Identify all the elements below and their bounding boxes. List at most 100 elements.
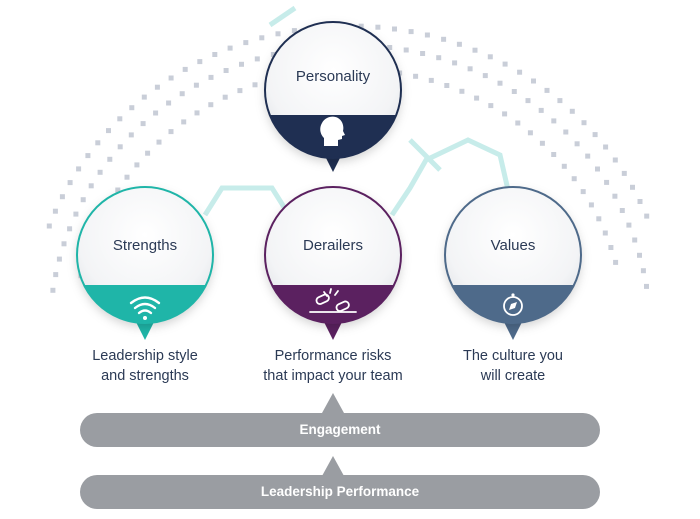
decorative-dot	[145, 150, 151, 156]
decorative-dot	[208, 102, 214, 108]
decorative-dot	[557, 98, 563, 104]
decorative-dot	[487, 54, 493, 60]
decorative-dot	[472, 47, 478, 53]
decorative-dot	[527, 130, 533, 136]
decorative-dot	[640, 268, 646, 274]
decorative-dot	[531, 78, 536, 84]
decorative-dot	[482, 73, 488, 79]
up-arrow-icon	[322, 393, 344, 413]
decorative-dot	[254, 56, 260, 62]
decorative-dot	[551, 152, 557, 157]
decorative-dot	[117, 144, 123, 150]
decorative-dot	[644, 213, 650, 219]
decorative-dot	[630, 184, 635, 190]
decorative-dot	[588, 202, 594, 208]
decorative-dot	[574, 141, 580, 147]
decorative-dot	[619, 208, 625, 213]
decorative-dot	[387, 45, 393, 50]
decorative-dot	[243, 40, 249, 46]
decorative-dot	[53, 272, 59, 278]
derailers-caption-line-1: Performance risks	[274, 348, 392, 364]
decorative-dot	[168, 75, 174, 81]
decorative-dot	[179, 91, 185, 97]
decorative-dot	[129, 105, 135, 111]
decorative-dot	[581, 120, 587, 126]
decorative-dot	[436, 55, 442, 61]
decorative-dot	[358, 23, 364, 29]
values-caption-line-2: will create	[480, 368, 546, 384]
decorative-dot	[517, 69, 523, 75]
decorative-dot	[515, 120, 521, 126]
decorative-dot	[626, 222, 632, 228]
up-arrow-icon	[322, 456, 344, 476]
decorative-dot	[488, 103, 494, 109]
personality-title: Personality	[295, 68, 371, 85]
decorative-dot	[56, 256, 62, 262]
decorative-dot	[85, 153, 91, 159]
decorative-dot	[107, 156, 113, 162]
decorative-dot	[259, 35, 265, 41]
decorative-dot	[124, 174, 130, 180]
decorative-dot	[67, 226, 73, 232]
decorative-dot	[632, 237, 638, 243]
decorative-dot	[194, 110, 200, 116]
decorative-dot	[168, 129, 174, 135]
decorative-dot	[222, 94, 228, 100]
decorative-dot	[252, 82, 258, 88]
decorative-dot	[538, 107, 544, 113]
decorative-dot	[97, 169, 103, 175]
decorative-dot	[637, 252, 642, 258]
decorative-dot	[115, 187, 121, 193]
decorative-dot	[67, 180, 73, 186]
decorative-dot	[420, 51, 426, 56]
decorative-dot	[375, 24, 381, 30]
head-profile-icon	[320, 116, 345, 146]
decorative-dot	[237, 88, 243, 94]
decorative-dot	[128, 132, 134, 138]
values-caption-line-1: The culture you	[463, 348, 563, 364]
decorative-dot	[502, 61, 508, 67]
decorative-dot	[596, 216, 602, 222]
decorative-dot	[275, 31, 281, 37]
circle-values	[444, 186, 582, 340]
decorative-dot	[50, 287, 56, 293]
decorative-dot	[644, 283, 649, 289]
values-title: Values	[490, 237, 536, 254]
decorative-dot	[88, 183, 94, 189]
decorative-dot	[424, 32, 430, 38]
decorative-dot	[73, 211, 79, 217]
decorative-dot	[637, 199, 643, 204]
decorative-dot	[551, 118, 557, 124]
derailers-caption-line-2: that impact your team	[263, 368, 403, 384]
decorative-dot	[141, 94, 147, 100]
decorative-dot	[511, 89, 517, 94]
decorative-dot	[621, 170, 627, 176]
decorative-dot	[153, 110, 159, 116]
decorative-dot	[592, 132, 598, 138]
decorative-dot	[497, 80, 503, 86]
decorative-dot	[182, 66, 188, 72]
decorative-dot	[140, 121, 146, 127]
decorative-dot	[208, 74, 214, 80]
decorative-dot	[156, 139, 162, 145]
decorative-dot	[46, 223, 52, 229]
decorative-dot	[59, 194, 65, 200]
decorative-dot	[608, 245, 614, 250]
decorative-dot	[604, 179, 610, 185]
decorative-dot	[193, 82, 199, 88]
decorative-dot	[459, 88, 465, 94]
derailers-title: Derailers	[302, 237, 363, 254]
decorative-dot	[612, 157, 618, 163]
decorative-dot	[428, 77, 434, 83]
derailers-caption: Performance risks that impact your team	[233, 346, 433, 386]
decorative-dot	[502, 111, 508, 117]
decorative-dot	[117, 116, 123, 122]
decorative-dot	[602, 230, 608, 236]
decorative-dot	[61, 241, 67, 247]
decorative-dot	[197, 59, 203, 65]
circle-strengths	[76, 186, 214, 340]
values-caption: The culture you will create	[413, 346, 613, 386]
broken-chain-icon	[309, 288, 357, 313]
decorative-dot	[544, 87, 550, 93]
